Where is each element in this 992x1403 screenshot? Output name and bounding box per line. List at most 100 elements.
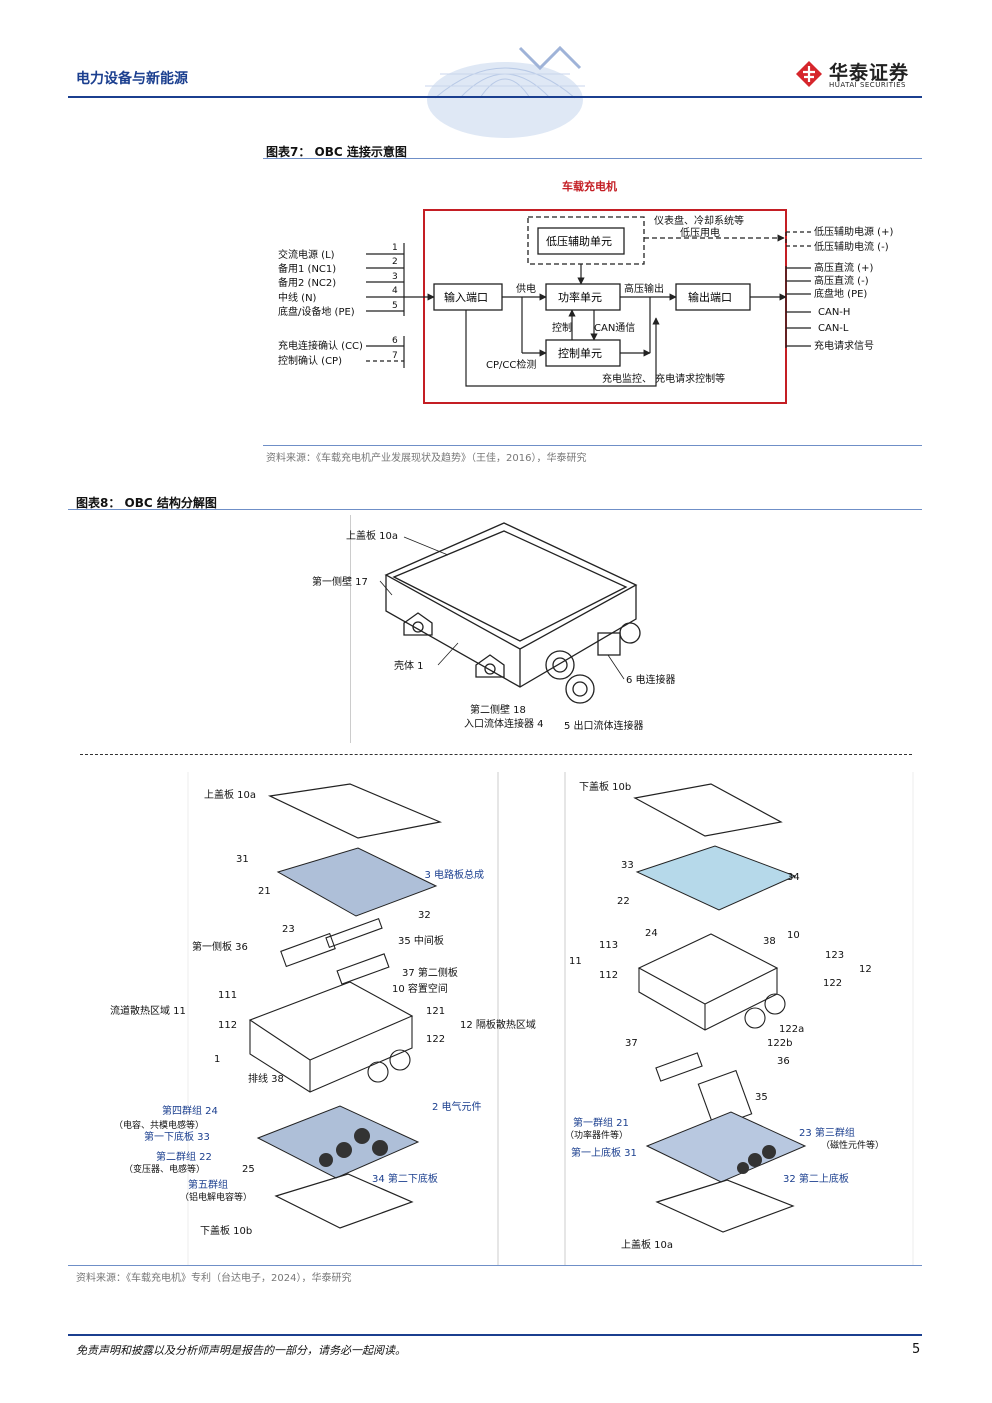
block-label: 功率单元 xyxy=(558,290,602,304)
part-label: 第一群组 21 xyxy=(573,1116,629,1129)
left-label: 备用1 (NC1) xyxy=(278,262,336,275)
huatai-logo-icon xyxy=(796,61,822,87)
input-port-block xyxy=(433,283,503,311)
pcb-board-bottom xyxy=(645,1111,807,1183)
right-label: 高压直流 (+) xyxy=(814,261,873,274)
right-label: 低压辅助电流 (-) xyxy=(814,240,889,253)
left-label: 底盘/设备地 (PE) xyxy=(278,305,355,318)
output-port-block xyxy=(675,283,751,311)
figure8-title: 图表8： OBC 结构分解图 xyxy=(76,496,217,510)
part-label: 122 xyxy=(426,1034,445,1045)
left-label: 控制确认 (CP) xyxy=(278,354,342,367)
pin: 3 xyxy=(392,272,398,282)
part-label: （磁性元件等） xyxy=(821,1139,884,1151)
logo-en: HUATAI SECURITIES xyxy=(829,81,906,89)
view-separator xyxy=(80,754,912,755)
figure7-bottom-rule xyxy=(263,445,922,446)
part-label: 25 xyxy=(242,1164,255,1175)
part-label: 第五群组 xyxy=(188,1178,228,1191)
part-label: 24 xyxy=(645,928,658,939)
part-label: 121 xyxy=(426,1006,445,1017)
part-label: 11 xyxy=(569,956,582,967)
part-label: （铝电解电容等） xyxy=(180,1191,252,1203)
figure8-bottom-rule xyxy=(68,1265,922,1266)
left-label: 备用2 (NC2) xyxy=(278,276,336,289)
part-label: （电容、共模电感等） xyxy=(114,1119,204,1131)
right-label: 底盘地 (PE) xyxy=(814,287,867,300)
part-label: 21 xyxy=(258,886,271,897)
block-label: 控制单元 xyxy=(558,346,602,360)
left-label: 充电连接确认 (CC) xyxy=(278,339,363,352)
right-label: 充电请求信号 xyxy=(814,339,874,352)
part-label: 113 xyxy=(599,940,618,951)
left-label: 中线 (N) xyxy=(278,291,317,304)
part-label: 111 xyxy=(218,990,237,1001)
huatai-logo: 华泰证券 HUATAI SECURITIES xyxy=(795,58,921,92)
edge-label: 控制 xyxy=(552,321,572,334)
pin: 7 xyxy=(392,351,398,361)
edge-label: 低压用电 xyxy=(680,226,720,239)
part-label: 壳体 1 xyxy=(394,659,424,672)
part-label: 5 出口流体连接器 xyxy=(564,719,644,732)
diagram-title: 车载充电机 xyxy=(562,179,617,193)
part-label: 31 xyxy=(236,854,249,865)
part-label: 35 xyxy=(755,1092,768,1103)
edge-label: 仪表盘、冷却系统等 xyxy=(654,214,744,227)
part-label: （变压器、电感等） xyxy=(124,1163,205,1175)
part-label: 第一侧壁 17 xyxy=(312,575,368,588)
right-label: 高压直流 (-) xyxy=(814,274,869,287)
part-label: 36 xyxy=(777,1056,790,1067)
part-label: 122a xyxy=(779,1024,804,1035)
part-label: 37 xyxy=(625,1038,638,1049)
obc-connection-diagram: 车载充电机 交流电源 (L) 备用1 (NC1) 备用2 (NC2) 中线 (N… xyxy=(266,168,911,412)
part-label: 23 xyxy=(282,924,295,935)
part-label: 2 电气元件 xyxy=(432,1100,482,1113)
part-label: 38 xyxy=(763,936,776,947)
pcb-board-top xyxy=(635,845,797,911)
left-labels: 交流电源 (L) 备用1 (NC1) 备用2 (NC2) 中线 (N) 底盘/设… xyxy=(278,248,363,367)
right-label: CAN-H xyxy=(818,307,850,318)
part-label: 37 第二侧板 xyxy=(402,966,458,979)
part-label: 123 xyxy=(825,950,844,961)
left-label: 交流电源 (L) xyxy=(278,248,335,261)
part-label: 上盖板 10a xyxy=(346,529,398,542)
figure8-source: 资料来源：《车载充电机》专利（台达电子，2024），华泰研究 xyxy=(76,1273,352,1284)
page-number: 5 xyxy=(912,1342,921,1357)
part-label: 23 第三群组 xyxy=(799,1126,855,1139)
power-unit-block xyxy=(545,283,621,311)
part-label: 第一侧板 36 xyxy=(192,940,248,953)
part-label: 12 xyxy=(859,964,872,975)
disclaimer: 免责声明和披露以及分析师声明是报告的一部分，请务必一起阅读。 xyxy=(76,1344,406,1357)
block-label: 输出端口 xyxy=(688,290,732,304)
edge-label: 高压输出 xyxy=(624,282,664,295)
part-label: 第四群组 24 xyxy=(162,1104,218,1117)
pin: 1 xyxy=(392,243,398,253)
part-label: 112 xyxy=(218,1020,237,1031)
part-label: 35 中间板 xyxy=(398,934,444,947)
part-label: 10 xyxy=(787,930,800,941)
figure8-top-rule xyxy=(68,509,922,510)
pin: 6 xyxy=(392,336,398,346)
part-label: 下盖板 10b xyxy=(579,780,631,793)
part-label: 第一下底板 33 xyxy=(144,1130,210,1143)
low-voltage-aux-block xyxy=(527,216,645,265)
part-label: 上盖板 10a xyxy=(621,1238,673,1251)
obc-assembled-view: 上盖板 10a 第一侧壁 17 壳体 1 6 电连接器 第二侧壁 18 入口流体… xyxy=(312,515,676,743)
block-label: 低压辅助单元 xyxy=(546,234,612,248)
part-label: 34 第二下底板 xyxy=(372,1172,438,1185)
part-label: 第二群组 22 xyxy=(156,1150,212,1163)
part-label: 32 xyxy=(418,910,431,921)
footer-rule xyxy=(68,1334,922,1336)
part-label: 1 xyxy=(214,1054,220,1065)
edge-label: CP/CC检测 xyxy=(486,358,536,371)
figure7-title: 图表7： OBC 连接示意图 xyxy=(266,145,407,159)
obc-exploded-left: 上盖板 10a 31 21 3 电路板总成 32 23 第一侧板 36 35 中… xyxy=(110,772,536,1266)
part-label: 12 隔板散热区域 xyxy=(460,1018,536,1031)
globe-graphic xyxy=(425,45,585,138)
header-rule xyxy=(68,96,922,98)
block-label: 输入端口 xyxy=(444,290,488,304)
part-label: 122 xyxy=(823,978,842,989)
pin: 5 xyxy=(392,301,398,311)
part-label: 3 电路板总成 xyxy=(424,868,484,881)
part-label: 流道散热区域 11 xyxy=(110,1004,186,1017)
